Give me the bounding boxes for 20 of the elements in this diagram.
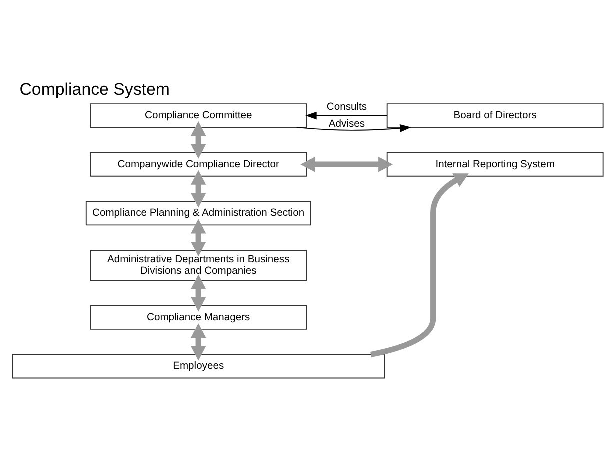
arrow [300, 157, 394, 172]
diagram-title: Compliance System [20, 80, 170, 100]
node-box: Board of Directors [386, 104, 604, 128]
arrow [190, 170, 206, 208]
arrow [190, 323, 206, 361]
node-box: Companywide Compliance Director [90, 152, 308, 177]
edge-label: Advises [328, 118, 366, 130]
node-box: Compliance Planning & Administration Section [86, 201, 312, 226]
node-box: Internal Reporting System [386, 152, 604, 177]
arrow [190, 219, 206, 257]
node-box: Compliance Committee [90, 104, 308, 128]
arrow [296, 124, 412, 132]
node-box: Administrative Departments in Business Divisions and Companies [90, 250, 308, 282]
arrow [306, 112, 388, 120]
edge-label: Consults [326, 102, 368, 113]
arrow [190, 122, 206, 159]
node-box: Employees [12, 354, 385, 379]
arrow [190, 274, 206, 312]
node-box: Compliance Managers [90, 305, 308, 330]
arrow [370, 174, 469, 358]
